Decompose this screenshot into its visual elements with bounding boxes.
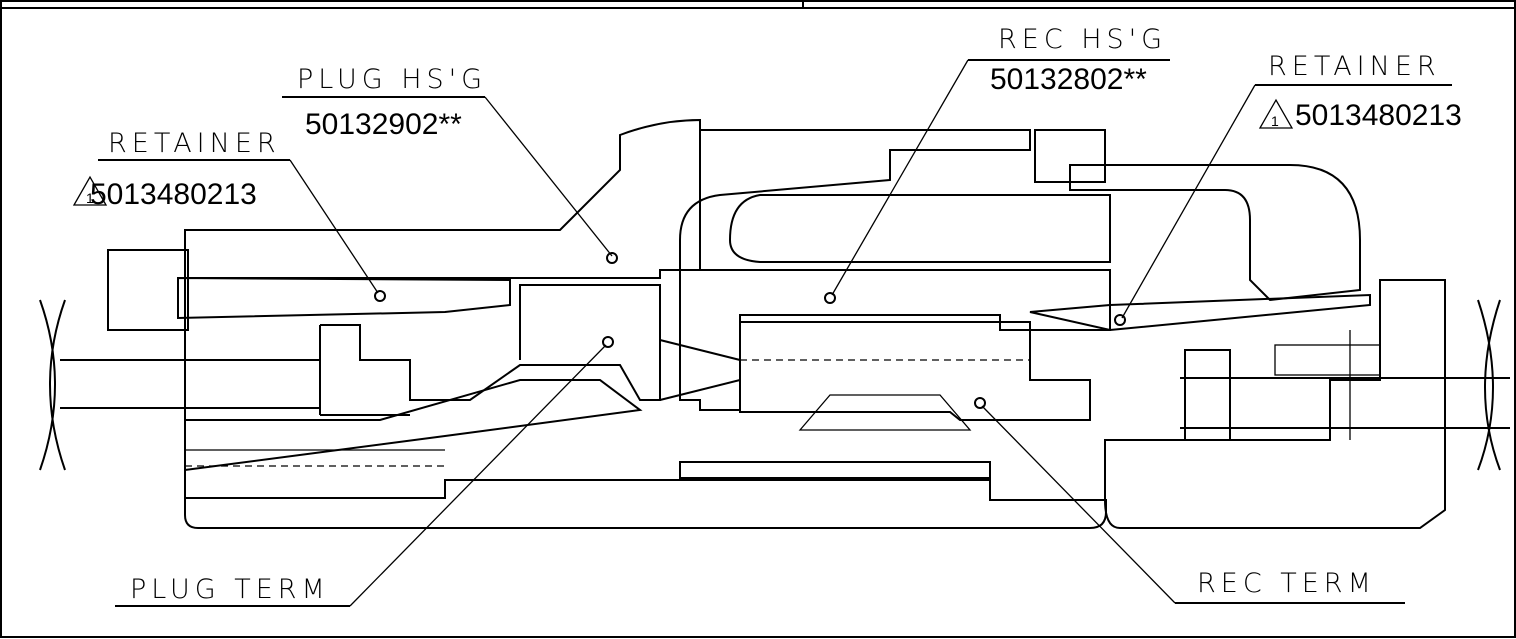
rec-housing-section bbox=[679, 129, 1111, 479]
retainer-right-part-number: 5013480213 bbox=[1295, 99, 1462, 132]
leader-retainer-right bbox=[1114, 84, 1452, 326]
retainer-left-label: RETAINER bbox=[108, 128, 281, 159]
leader-rec-housing bbox=[824, 59, 1170, 304]
revision-triangle-icon: 1 bbox=[1258, 98, 1294, 129]
retainer-left-part-number: 5013480213 bbox=[90, 178, 257, 211]
plug-housing-section bbox=[107, 118, 1107, 529]
plug-terminal-outline bbox=[319, 284, 741, 416]
right-housing-section bbox=[1069, 164, 1446, 529]
leader-rec-term bbox=[974, 397, 1405, 604]
rec-housing-label: REC HS'G bbox=[998, 24, 1167, 55]
revision-triangle-icon: 1 bbox=[72, 175, 108, 206]
plug-housing-label: PLUG HS'G bbox=[297, 64, 487, 95]
retainer-left-revision: 1 bbox=[86, 190, 94, 206]
retainer-right-label: RETAINER bbox=[1268, 51, 1441, 82]
leader-plug-term bbox=[115, 336, 614, 607]
left-retainer-section bbox=[177, 276, 511, 320]
rec-term-label: REC TERM bbox=[1197, 568, 1376, 599]
rec-housing-part-number: 50132802** bbox=[990, 63, 1147, 96]
right-cable bbox=[1180, 299, 1510, 471]
right-retainer-section bbox=[1029, 293, 1371, 332]
retainer-right-revision: 1 bbox=[1271, 113, 1279, 129]
plug-housing-part-number: 50132902** bbox=[305, 108, 462, 141]
leader-plug-housing bbox=[282, 96, 618, 264]
rec-terminal-outline bbox=[739, 321, 1091, 431]
leader-retainer-left bbox=[98, 159, 386, 302]
plug-term-label: PLUG TERM bbox=[130, 574, 330, 605]
left-cable bbox=[39, 299, 320, 471]
